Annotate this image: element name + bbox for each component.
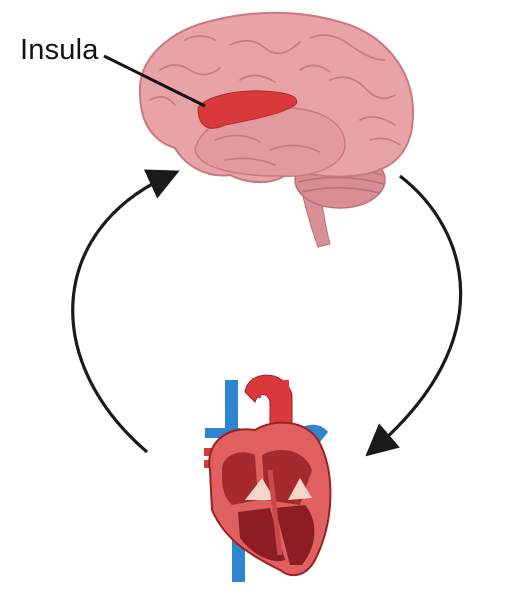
insula-label: Insula [20,34,99,66]
arrow-brain-to-heart [365,174,463,457]
insula-leader-line [103,54,206,108]
arrow-heart-to-brain [71,169,180,454]
brain-icon [138,11,415,248]
insula-region [197,90,298,129]
heart-icon [204,374,332,582]
